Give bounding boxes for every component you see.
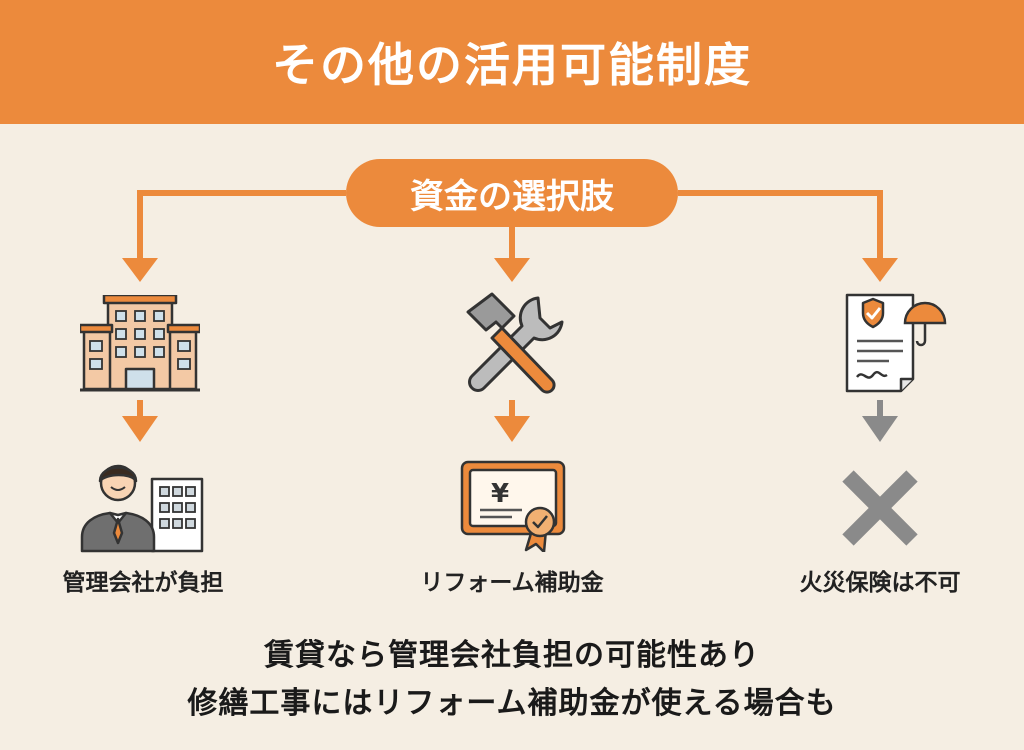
- connector-right: [678, 190, 883, 262]
- arrow-head-center: [494, 258, 530, 282]
- svg-text:¥: ¥: [491, 479, 509, 509]
- page-title: その他の活用可能制度: [272, 38, 752, 92]
- result-label-management-company: 管理会社が負担: [62, 570, 224, 596]
- arrow-head-left-lower: [122, 416, 158, 442]
- hammer-wrench-icon: [466, 292, 564, 394]
- arrow-head-center-lower: [494, 416, 530, 442]
- building-icon: [80, 295, 200, 392]
- insurance-document-icon: [845, 293, 947, 393]
- summary-line-1: 賃貸なら管理会社負担の可能性あり: [264, 638, 760, 673]
- summary-line-2: 修繕工事にはリフォーム補助金が使える場合も: [187, 686, 837, 721]
- header-banner: その他の活用可能制度: [0, 0, 1024, 124]
- arrow-head-left: [122, 258, 158, 282]
- source-node-label: 資金の選択肢: [410, 176, 614, 217]
- arrow-head-right: [862, 258, 898, 282]
- source-node: 資金の選択肢: [346, 159, 678, 227]
- yen-certificate-icon: ¥: [460, 460, 566, 552]
- connector-left: [137, 190, 346, 262]
- cross-mark-icon: [842, 470, 918, 546]
- arrow-head-right-lower: [862, 416, 898, 442]
- result-label-renovation-subsidy: リフォーム補助金: [420, 570, 604, 596]
- manager-with-building-icon: [80, 464, 204, 553]
- result-label-fire-insurance: 火災保険は不可: [799, 570, 961, 596]
